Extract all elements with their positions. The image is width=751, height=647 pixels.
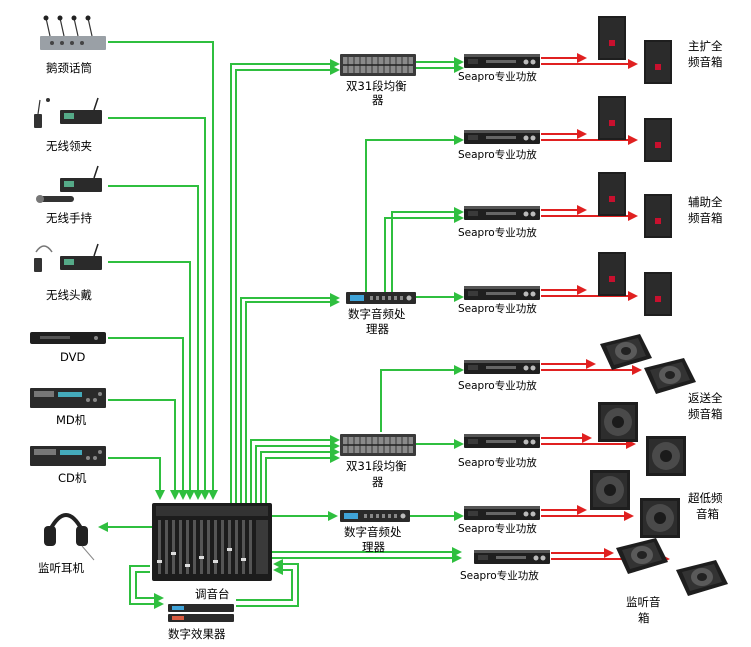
amplifier-label: Seapro专业功放 xyxy=(458,456,537,469)
graphic-equalizer-icon xyxy=(339,53,417,77)
amplifier-label: Seapro专业功放 xyxy=(458,226,537,239)
cd-player-icon xyxy=(30,446,106,466)
source-label-headset: 无线头戴 xyxy=(46,288,92,302)
return-wedge-speaker-icon xyxy=(600,334,652,370)
amplifier-icon xyxy=(464,206,540,220)
mixing-console-icon xyxy=(152,503,272,581)
return-wedge-speaker-icon xyxy=(644,358,696,394)
mixer-to-processor-lines xyxy=(98,59,462,563)
source-label-dvd: DVD xyxy=(60,350,86,364)
graphic-equalizer-icon xyxy=(339,433,417,457)
amplifier-icon xyxy=(464,54,540,68)
wireless-headset-icon xyxy=(34,243,102,272)
aux-speaker-icon xyxy=(644,194,672,238)
amplifier-label: Seapro专业功放 xyxy=(458,148,537,161)
gooseneck-mic-icon xyxy=(40,15,106,50)
aux-speaker-icon xyxy=(598,96,626,140)
speaker-group-aux-line2: 频音箱 xyxy=(688,211,723,225)
aux-speaker-icon xyxy=(644,272,672,316)
aux-speaker-icon xyxy=(644,118,672,162)
amplifier-icon xyxy=(464,506,540,520)
amplifier-label: Seapro专业功放 xyxy=(458,70,537,83)
amplifier-icon xyxy=(464,286,540,300)
dvd-player-icon xyxy=(30,332,106,344)
speaker-group-return-line2: 频音箱 xyxy=(688,407,723,421)
audio-processor-icon xyxy=(340,510,410,522)
speaker-group-sub-line2: 音箱 xyxy=(696,507,719,521)
wireless-lavalier-icon xyxy=(34,97,102,128)
main-speaker-icon xyxy=(598,16,626,60)
source-label-md: MD机 xyxy=(56,413,87,427)
subwoofer-icon xyxy=(640,498,680,538)
subwoofer-icon xyxy=(646,436,686,476)
amplifier-label: Seapro专业功放 xyxy=(460,569,539,582)
monitor-speaker-icon xyxy=(676,560,728,596)
amplifier-icon xyxy=(464,434,540,448)
aux-speaker-icon xyxy=(598,252,626,296)
speaker-group-main-line2: 频音箱 xyxy=(688,55,723,69)
audio-processor-icon xyxy=(346,292,416,304)
source-label-gooseneck: 鹅颈话筒 xyxy=(46,61,92,75)
speaker-group-monitor-line1: 监听音 xyxy=(626,595,661,609)
amplifier-label: Seapro专业功放 xyxy=(458,302,537,315)
source-label-lavalier: 无线领夹 xyxy=(46,139,92,153)
processor-label-dsp1-line1: 数字音频处 xyxy=(348,307,406,321)
source-label-cd: CD机 xyxy=(58,471,87,485)
effects-loop-lines xyxy=(129,559,299,609)
speaker-group-sub-line1: 超低频 xyxy=(688,491,723,505)
processor-label-eq2-line2: 器 xyxy=(372,475,384,489)
speaker-group-return-line1: 返送全 xyxy=(688,391,723,405)
processor-to-amp-lines xyxy=(365,57,464,521)
wireless-handheld-icon xyxy=(36,165,102,203)
mixer-label: 调音台 xyxy=(195,587,230,601)
processor-label-eq1-line2: 器 xyxy=(372,93,384,107)
subwoofer-icon xyxy=(598,402,638,442)
speaker-group-monitor-line2: 箱 xyxy=(638,611,650,625)
amplifier-label: Seapro专业功放 xyxy=(458,522,537,535)
monitor-speaker-icon xyxy=(616,538,668,574)
processor-label-dsp2-line1: 数字音频处 xyxy=(344,525,402,539)
effects-label: 数字效果器 xyxy=(168,627,226,641)
source-label-headphones: 监听耳机 xyxy=(38,561,84,575)
processor-label-eq2-line1: 双31段均衡 xyxy=(346,459,407,473)
processor-label-eq1-line1: 双31段均衡 xyxy=(346,79,407,93)
source-label-handheld: 无线手持 xyxy=(46,211,92,225)
speaker-group-aux-line1: 辅助全 xyxy=(688,195,723,209)
main-speaker-icon xyxy=(644,40,672,84)
subwoofer-icon xyxy=(590,470,630,510)
amplifier-icon xyxy=(464,360,540,374)
effects-processor-icon xyxy=(168,604,234,622)
headphones-icon xyxy=(44,513,95,561)
processor-label-dsp1-line2: 理器 xyxy=(366,322,389,336)
speaker-group-main-line1: 主扩全 xyxy=(688,39,723,53)
source-to-mixer-lines xyxy=(108,41,218,500)
amplifier-icon xyxy=(464,130,540,144)
aux-speaker-icon xyxy=(598,172,626,216)
md-player-icon xyxy=(30,388,106,408)
amplifier-icon xyxy=(474,550,550,564)
processor-label-dsp2-line2: 理器 xyxy=(362,540,385,554)
amplifier-label: Seapro专业功放 xyxy=(458,379,537,392)
